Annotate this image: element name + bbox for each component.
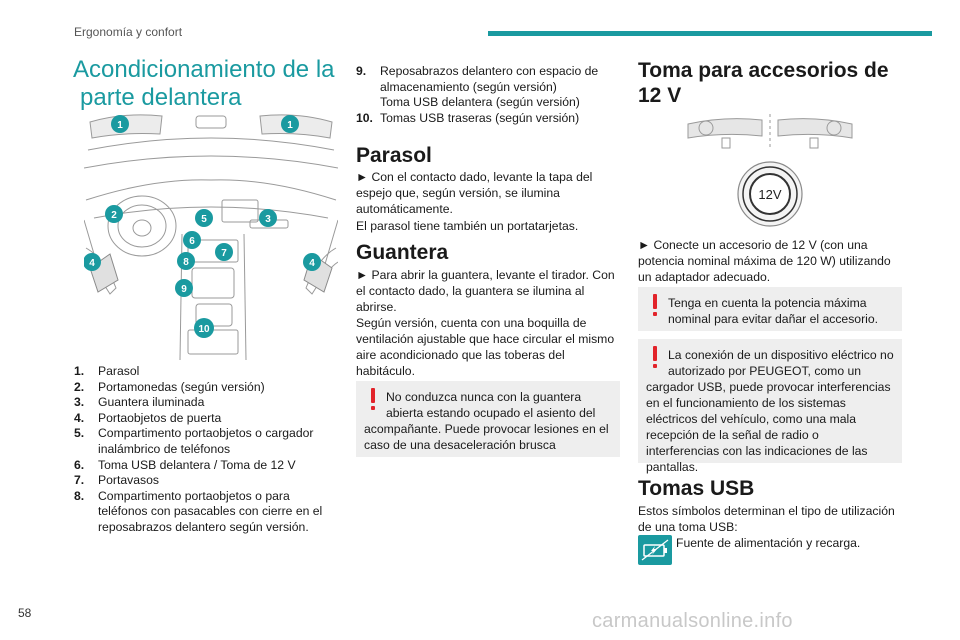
warning-text-rest: nominal para evitar dañar el accesorio.	[668, 312, 879, 326]
title-line1: Toma para accesorios de	[638, 59, 889, 82]
header-accent-bar	[488, 31, 932, 36]
item-text: Portavasos	[98, 473, 159, 488]
item-subtext: Toma USB delantera (según versión)	[380, 95, 580, 110]
page-number: 58	[18, 606, 32, 620]
section-title-parasol: Parasol	[356, 144, 432, 167]
running-header: Ergonomía y confort	[74, 25, 183, 39]
warning-icon	[652, 346, 658, 368]
callout-label: 4	[89, 258, 95, 269]
callout-label: 1	[287, 120, 293, 131]
callout-marker	[177, 252, 195, 270]
warning-icon	[370, 388, 376, 410]
callout-marker	[303, 253, 321, 271]
section-title-guantera: Guantera	[356, 241, 449, 264]
item-text: Toma USB delantera / Toma de 12 V	[98, 457, 296, 472]
battery-charging-icon	[638, 535, 672, 565]
item-text: Portaobjetos de puerta	[98, 410, 222, 425]
callout-label: 5	[201, 214, 207, 225]
item-number: 7.	[74, 473, 85, 488]
dashboard-illustration: 1 1 2 5 3 6 7 8 4 4 9 10	[84, 114, 338, 360]
parasol-note: El parasol tiene también un portatarjeta…	[356, 219, 579, 233]
callout-label: 9	[181, 284, 187, 295]
toma-12v-instruction: ► Conecte un accesorio de 12 V (con una …	[638, 238, 891, 284]
parasol-instruction: ► Con el contacto dado, levante la tapa …	[356, 170, 593, 216]
callout-label: 4	[309, 258, 315, 269]
item-number: 5.	[74, 426, 85, 441]
guantera-instruction: ► Para abrir la guantera, levante el tir…	[356, 268, 615, 314]
callout-label: 10	[198, 324, 210, 335]
callout-marker	[175, 279, 193, 297]
list-item: 9. Reposabrazos delantero con espacio de …	[356, 64, 621, 111]
callout-label: 7	[221, 248, 227, 259]
callout-label: 3	[265, 214, 271, 225]
title-line2: parte delantera	[80, 84, 242, 111]
item-number: 6.	[74, 457, 85, 472]
item-number: 1.	[74, 364, 85, 378]
callout-label: 2	[111, 210, 117, 221]
list-item: 5. Compartimento portaobjetos o cargador …	[74, 426, 339, 457]
callout-marker	[111, 115, 129, 133]
item-number: 9.	[356, 64, 367, 78]
list-item: 8. Compartimento portaobjetos o para telé…	[74, 489, 339, 536]
item-text: Reposabrazos delantero con espacio de al…	[380, 64, 599, 94]
component-legend: 1. Parasol 2. Portamonedas (según versión)…	[74, 364, 339, 536]
list-item: 6. Toma USB delantera / Toma de 12 V	[74, 458, 339, 474]
list-item: 3. Guantera iluminada	[74, 395, 339, 411]
item-text: Compartimento portaobjetos o para teléfo…	[98, 488, 323, 534]
warning-text-start: Tenga en cuenta la potencia máxima	[668, 296, 867, 310]
component-legend-continued: 9. Reposabrazos delantero con espacio de …	[356, 64, 621, 126]
warning-icon	[652, 294, 658, 316]
warning-text-rest: acompañante. Puede provocar lesiones en …	[364, 422, 609, 452]
item-number: 8.	[74, 488, 85, 503]
item-number: 2.	[74, 379, 85, 394]
warning-box-guantera: No conduzca nunca con la guantera abiert…	[356, 381, 620, 457]
socket-label: 12V	[758, 187, 781, 202]
callout-marker	[195, 209, 213, 227]
callout-marker	[105, 205, 123, 223]
guantera-ventilation-note: Según versión, cuenta con una boquilla d…	[356, 316, 615, 378]
list-item: 2. Portamonedas (según versión)	[74, 380, 339, 396]
watermark: carmanualsonline.info	[592, 610, 793, 632]
callout-marker	[281, 115, 299, 133]
item-text: Tomas USB traseras (según versión)	[380, 110, 580, 125]
page-title: Acondicionamiento de la parte delantera	[73, 56, 343, 112]
warning-text-start: La conexión de un dispositivo eléctrico …	[668, 348, 894, 378]
title-line2: 12 V	[638, 84, 682, 107]
title-line1: Acondicionamiento de la	[73, 56, 335, 83]
item-text: Portamonedas (según versión)	[98, 379, 265, 394]
section-title-tomas-usb: Tomas USB	[638, 477, 755, 500]
callout-marker	[183, 231, 201, 249]
socket-illustration: 12V	[687, 114, 853, 227]
list-item: 7. Portavasos	[74, 473, 339, 489]
section-title-toma-12v: Toma para accesorios de 12 V	[638, 58, 889, 108]
usb-icon-label: Fuente de alimentación y recarga.	[676, 536, 861, 550]
list-item: 4. Portaobjetos de puerta	[74, 411, 339, 427]
callout-label: 1	[117, 120, 123, 131]
item-number: 10.	[356, 110, 373, 125]
item-text: Parasol	[98, 364, 140, 378]
callout-label: 6	[189, 236, 195, 247]
callout-marker	[194, 318, 214, 338]
warning-text-rest: cargador USB, puede provocar interferenc…	[646, 380, 891, 474]
list-item: 10. Tomas USB traseras (según versión)	[356, 111, 621, 127]
item-text: Guantera iluminada	[98, 395, 205, 410]
list-item: 1. Parasol	[74, 364, 339, 380]
callout-marker	[259, 209, 277, 227]
callout-marker	[84, 253, 101, 271]
callout-label: 8	[183, 257, 189, 268]
callout-marker	[215, 243, 233, 261]
item-number: 3.	[74, 395, 85, 410]
item-text: Compartimento portaobjetos o cargador in…	[98, 426, 314, 456]
warning-text-start: No conduzca nunca con la guantera abiert…	[386, 390, 596, 420]
warning-box-devices: La conexión de un dispositivo eléctrico …	[638, 339, 902, 474]
warning-box-power: Tenga en cuenta la potencia máxima nomin…	[638, 287, 902, 331]
item-number: 4.	[74, 410, 85, 425]
tomas-usb-intro: Estos símbolos determinan el tipo de uti…	[638, 504, 895, 534]
